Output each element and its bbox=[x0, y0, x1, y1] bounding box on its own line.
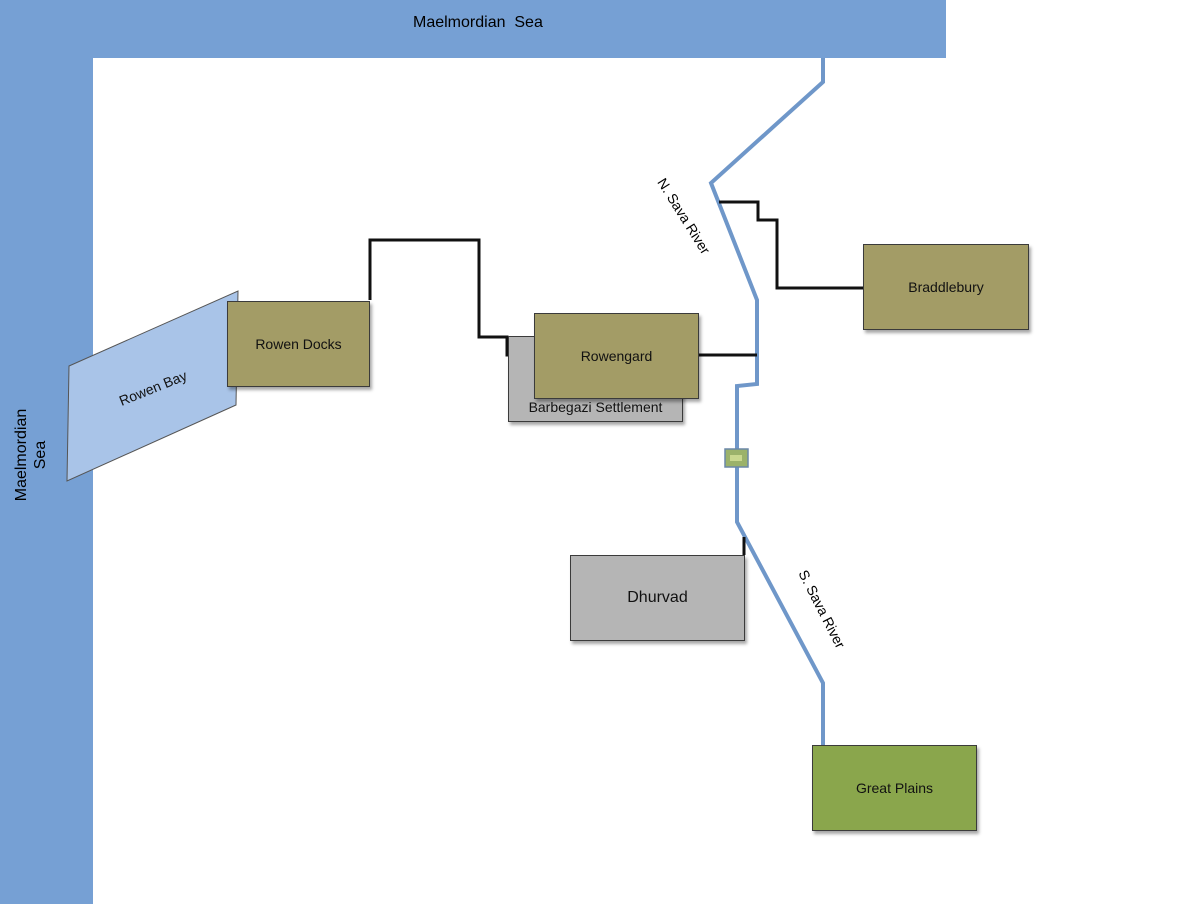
dhurvad[interactable]: Dhurvad bbox=[570, 555, 745, 641]
braddlebury[interactable]: Braddlebury bbox=[863, 244, 1029, 330]
dhurvad-label: Dhurvad bbox=[627, 589, 688, 606]
north-sea-label: Maelmordian Sea bbox=[413, 14, 543, 31]
braddlebury-label: Braddlebury bbox=[908, 279, 984, 295]
rowen-docks[interactable]: Rowen Docks bbox=[227, 301, 370, 387]
rowen-docks-label: Rowen Docks bbox=[255, 336, 342, 352]
great-plains-label: Great Plains bbox=[855, 780, 934, 796]
north-sava-river bbox=[708, 58, 825, 450]
barbegazi-settlement-label: Barbegazi Settlement bbox=[528, 399, 663, 415]
south-sava-river bbox=[735, 466, 825, 745]
north-sea bbox=[0, 0, 946, 58]
bridge-plank-icon bbox=[730, 455, 742, 461]
rowengard-label: Rowengard bbox=[580, 348, 653, 364]
rowen-bay bbox=[66, 290, 239, 482]
rowengard[interactable]: Rowengard bbox=[534, 313, 699, 399]
road-braddlebury bbox=[719, 200, 863, 290]
road-docks-rowengard bbox=[368, 238, 534, 357]
great-plains[interactable]: Great Plains bbox=[812, 745, 977, 831]
